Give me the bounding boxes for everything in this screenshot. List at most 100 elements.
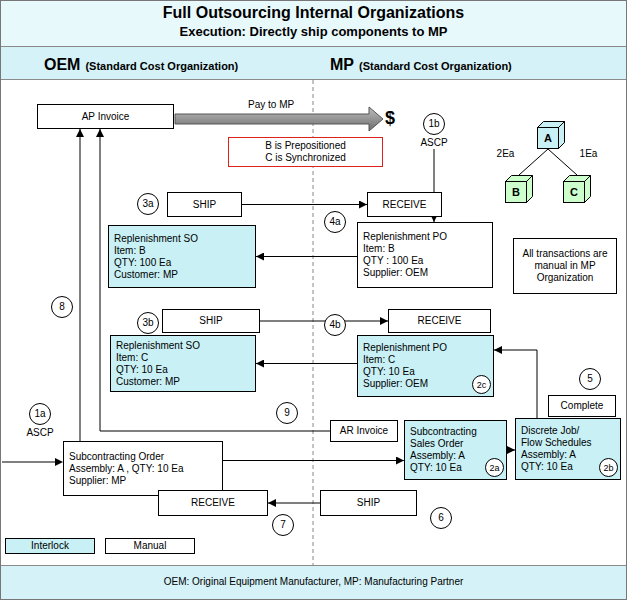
subcontract-order-box: Subcontracting OrderAssembly: A , QTY: 1… — [63, 441, 223, 496]
connector-arrow — [242, 204, 367, 205]
node-label: Item: B — [363, 243, 395, 255]
callout-number: 2b — [599, 458, 618, 477]
connector-arrow — [256, 256, 357, 257]
edge-label: 1Ea — [579, 148, 599, 160]
diagram-caption: OEM: Original Equipment Manufacturer, MP… — [0, 576, 627, 588]
callout-label: 3a — [142, 198, 153, 210]
cube-side — [527, 176, 533, 203]
legend-swatch: Manual — [105, 538, 195, 554]
connector-arrow — [80, 129, 81, 441]
sales-order-box: Replenishment SOItem: BQTY: 100 EaCustom… — [108, 225, 256, 288]
connector-arrow — [507, 450, 515, 451]
callout-number: 2a — [485, 458, 504, 477]
node-label: ASCP — [26, 427, 53, 439]
connector-arrow — [494, 350, 537, 418]
component-cube: C — [563, 175, 591, 203]
connector-arrow — [256, 363, 357, 364]
node-label: RECEIVE — [191, 497, 235, 509]
callout-label: 6 — [438, 512, 444, 524]
node-label: QTY : 100 Ea — [363, 255, 423, 267]
node-label: C is Synchronized — [265, 152, 346, 164]
node-label: SHIP — [193, 199, 216, 211]
org-type: (Standard Cost Organization) — [359, 59, 512, 73]
callout-label: 7 — [280, 519, 286, 531]
node-label: Assembly: A — [410, 450, 465, 462]
callout-number: 5 — [579, 368, 601, 390]
receive-box: RECEIVE — [367, 192, 442, 217]
connector-arrow — [519, 149, 548, 175]
callout-label: 8 — [59, 301, 65, 313]
callout-label: 1a — [29, 403, 51, 425]
callout-number: 4a — [324, 211, 346, 233]
callout-number: 2c — [472, 375, 491, 394]
node-label: Subcontracting Sales Order — [410, 426, 482, 450]
job-box: Discrete Job/ Flow SchedulesAssembly: AQ… — [515, 418, 621, 480]
lead-in-head — [55, 458, 63, 466]
node-label: Item: B — [114, 245, 146, 257]
legend-swatch: Interlock — [5, 538, 95, 554]
node-label: Assembly: A — [521, 449, 576, 461]
org-name: MP — [330, 55, 354, 74]
callout-number: 3a — [137, 193, 159, 215]
node-label: Subcontracting Order — [69, 451, 164, 463]
node-label: Supplier: OEM — [363, 378, 428, 390]
assembly-cube: A — [537, 121, 565, 149]
callout-label: 5 — [587, 373, 593, 385]
component-cube: B — [505, 175, 533, 203]
callout-label: 1b — [423, 113, 445, 135]
node-label: Customer: MP — [114, 269, 178, 281]
ship-box: SHIP — [162, 309, 260, 333]
connector-arrow — [548, 149, 577, 175]
ship-box: SHIP — [167, 192, 242, 217]
cube-front — [538, 128, 559, 149]
node-label: Complete — [561, 400, 604, 412]
node-label: RECEIVE — [418, 315, 462, 327]
node-label: Item: C — [363, 354, 395, 366]
ship-box: SHIP — [320, 490, 417, 516]
node-label: SHIP — [199, 315, 222, 327]
node-label: QTY: 10 Ea — [116, 364, 168, 376]
node-label: B is Prepositioned — [265, 140, 346, 152]
node-label: C — [563, 181, 585, 203]
cube-front — [564, 182, 585, 203]
node-label: AR Invoice — [340, 425, 388, 437]
receive-box: RECEIVE — [388, 309, 491, 333]
invoice-box: AP Invoice — [37, 104, 174, 129]
node-label: Replenishment PO — [363, 231, 447, 243]
connector-arrow — [268, 503, 320, 504]
node-label: QTY: 10 Ea — [521, 461, 573, 473]
node-label: A — [537, 127, 559, 149]
node-label: QTY: 100 Ea — [114, 257, 171, 269]
org-name: OEM — [44, 55, 80, 74]
note-box: B is PrepositionedC is Synchronized — [228, 137, 383, 167]
node-label: Assembly: A , QTY: 10 Ea — [69, 463, 184, 475]
diagram-title: Full Outsourcing Internal Organizations — [0, 3, 627, 22]
callout-label: 9 — [284, 407, 290, 419]
receive-box: RECEIVE — [158, 490, 268, 516]
callout-number: 4b — [324, 314, 346, 336]
note-box: All transactions are manual in MP Organi… — [513, 238, 617, 294]
cube-side — [559, 122, 565, 149]
legend-label: Manual — [134, 540, 167, 552]
node-label: All transactions are manual in MP Organi… — [519, 248, 611, 284]
node-label: Item: C — [116, 352, 148, 364]
node-label: AP Invoice — [82, 111, 130, 123]
callout-label: 4a — [329, 216, 340, 228]
caption-band — [1, 566, 627, 600]
callout-number: 7 — [272, 514, 294, 536]
node-label: Discrete Job/ Flow Schedules — [521, 425, 596, 449]
node-label: Supplier: MP — [69, 475, 126, 487]
callout-number: 3b — [137, 312, 159, 334]
lead-in-line — [2, 462, 55, 463]
callout-label: 3b — [142, 317, 153, 329]
edge-label: 2Ea — [496, 148, 516, 160]
node-label: B — [505, 181, 527, 203]
cube-front — [506, 182, 527, 203]
invoice-box: AR Invoice — [330, 420, 398, 442]
callout-number: 1bASCP — [414, 113, 454, 149]
complete-box: Complete — [548, 395, 616, 417]
callout-label: 2b — [603, 462, 613, 474]
